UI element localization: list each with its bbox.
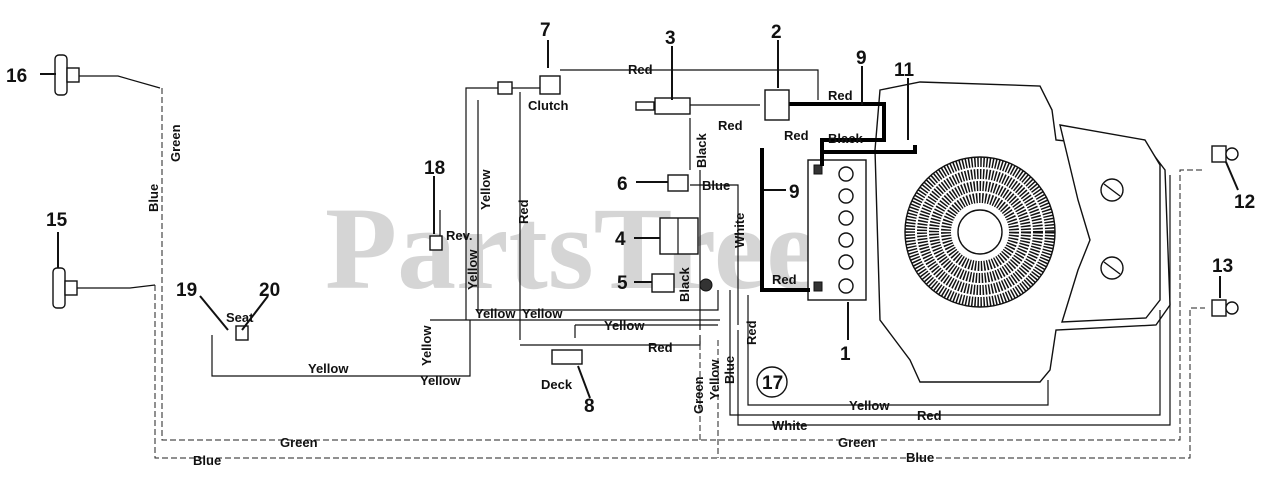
wires: [76, 69, 1205, 459]
wire-label-yellow-v3: Yellow: [419, 325, 434, 366]
wire-label-yellow-h3: Yellow: [604, 318, 645, 333]
callout-17-circle: [756, 366, 788, 398]
callout-8: 8: [584, 396, 595, 417]
callout-9-mid: 9: [789, 182, 800, 203]
wire-label-green-bottom: Green: [280, 435, 318, 450]
wire-label-red-2: Red: [828, 88, 853, 103]
wire-label-yellow-v2: Yellow: [465, 249, 480, 290]
wire-label-blue-6: Blue: [702, 178, 730, 193]
callout-13: 13: [1212, 256, 1233, 277]
switch-4: [659, 217, 699, 255]
wire-label-red-vert-left: Red: [516, 199, 531, 224]
wire-label-red-mid: Red: [648, 340, 673, 355]
rev-switch-18: [429, 235, 443, 251]
wire-label-red-vert-right: Red: [744, 320, 759, 345]
wire-label-red-3: Red: [718, 118, 743, 133]
callout-18: 18: [424, 158, 445, 179]
wire-label-blue-vert: Blue: [722, 356, 737, 384]
connector-6: [667, 174, 689, 192]
terminal-block: [807, 159, 867, 301]
wire-label-white-vert: White: [732, 213, 747, 248]
wire-label-yellow-h2: Yellow: [522, 306, 563, 321]
heavy-red-wire-9b: [760, 148, 810, 292]
deck-label: Deck: [541, 377, 573, 392]
taillight-12: [1211, 145, 1239, 163]
clutch-connector: [497, 81, 513, 95]
callout-11: 11: [894, 60, 915, 81]
callout-9-top: 9: [856, 48, 867, 69]
heavy-black-wire-11: [820, 140, 917, 154]
wire-label-yellow-h1: Yellow: [475, 306, 516, 321]
clutch-label: Clutch: [528, 98, 569, 113]
wire-label-yellow-seat: Yellow: [308, 361, 349, 376]
callout-19: 19: [176, 280, 197, 301]
rev-label: Rev.: [446, 228, 473, 243]
callout-12: 12: [1234, 192, 1255, 213]
component-labels: Clutch Rev. Seat Deck: [226, 98, 573, 392]
wire-label-yellow-v1: Yellow: [478, 169, 493, 210]
wire-label-yellow-vert: Yellow: [707, 359, 722, 400]
wire-label-blue-bottom-right: Blue: [906, 450, 934, 465]
key-switch-3: [635, 97, 691, 115]
clutch-switch-7: [539, 75, 561, 95]
wire-labels: Red Red Red Red Red Red Red Black Blue Y…: [146, 62, 942, 468]
callout-2: 2: [771, 22, 782, 43]
callout-16: 16: [6, 66, 27, 87]
callout-numbers: 16 15 7 3 2 9 11 18 6 9 4 5 19 20 1 17 8…: [6, 20, 1255, 417]
callout-6: 6: [617, 174, 628, 195]
wire-label-green-vert: Green: [691, 376, 706, 414]
wire-label-red-bottom: Red: [917, 408, 942, 423]
wire-label-black-vert: Black: [694, 133, 709, 168]
wire-label-red-4: Red: [784, 128, 809, 143]
wire-label-blue-bottom: Blue: [193, 453, 221, 468]
engine: [874, 81, 1171, 383]
wire-label-yellow-bottom: Yellow: [849, 398, 890, 413]
taillight-13: [1211, 299, 1239, 317]
wire-label-red-5: Red: [772, 272, 797, 287]
switch-5: [651, 273, 675, 293]
wire-label-green-left: Green: [168, 124, 183, 162]
callout-20: 20: [259, 280, 280, 301]
callout-15: 15: [46, 210, 68, 231]
callout-5: 5: [617, 273, 628, 294]
headlight-left-15: [52, 267, 78, 309]
callout-7: 7: [540, 20, 551, 41]
callout-17: 17: [762, 373, 783, 394]
wire-label-red-top: Red: [628, 62, 653, 77]
wire-label-black-vert2: Black: [677, 267, 692, 302]
fuse: [699, 278, 713, 292]
callout-4: 4: [615, 229, 626, 250]
wire-label-black-top: Black: [828, 131, 863, 146]
seat-switch: [235, 325, 249, 341]
callout-1: 1: [840, 344, 851, 365]
wire-label-yellow-h4: Yellow: [420, 373, 461, 388]
wire-label-green-bottom-right: Green: [838, 435, 876, 450]
watermark: PartsTree: [325, 183, 819, 314]
wire-label-white-bottom: White: [772, 418, 807, 433]
headlight-left-16: [54, 54, 80, 96]
wire-label-blue-left: Blue: [146, 184, 161, 212]
seat-label: Seat: [226, 310, 254, 325]
deck-switch-8: [551, 349, 583, 365]
callout-3: 3: [665, 28, 676, 49]
callout-arrows: [40, 40, 1239, 399]
